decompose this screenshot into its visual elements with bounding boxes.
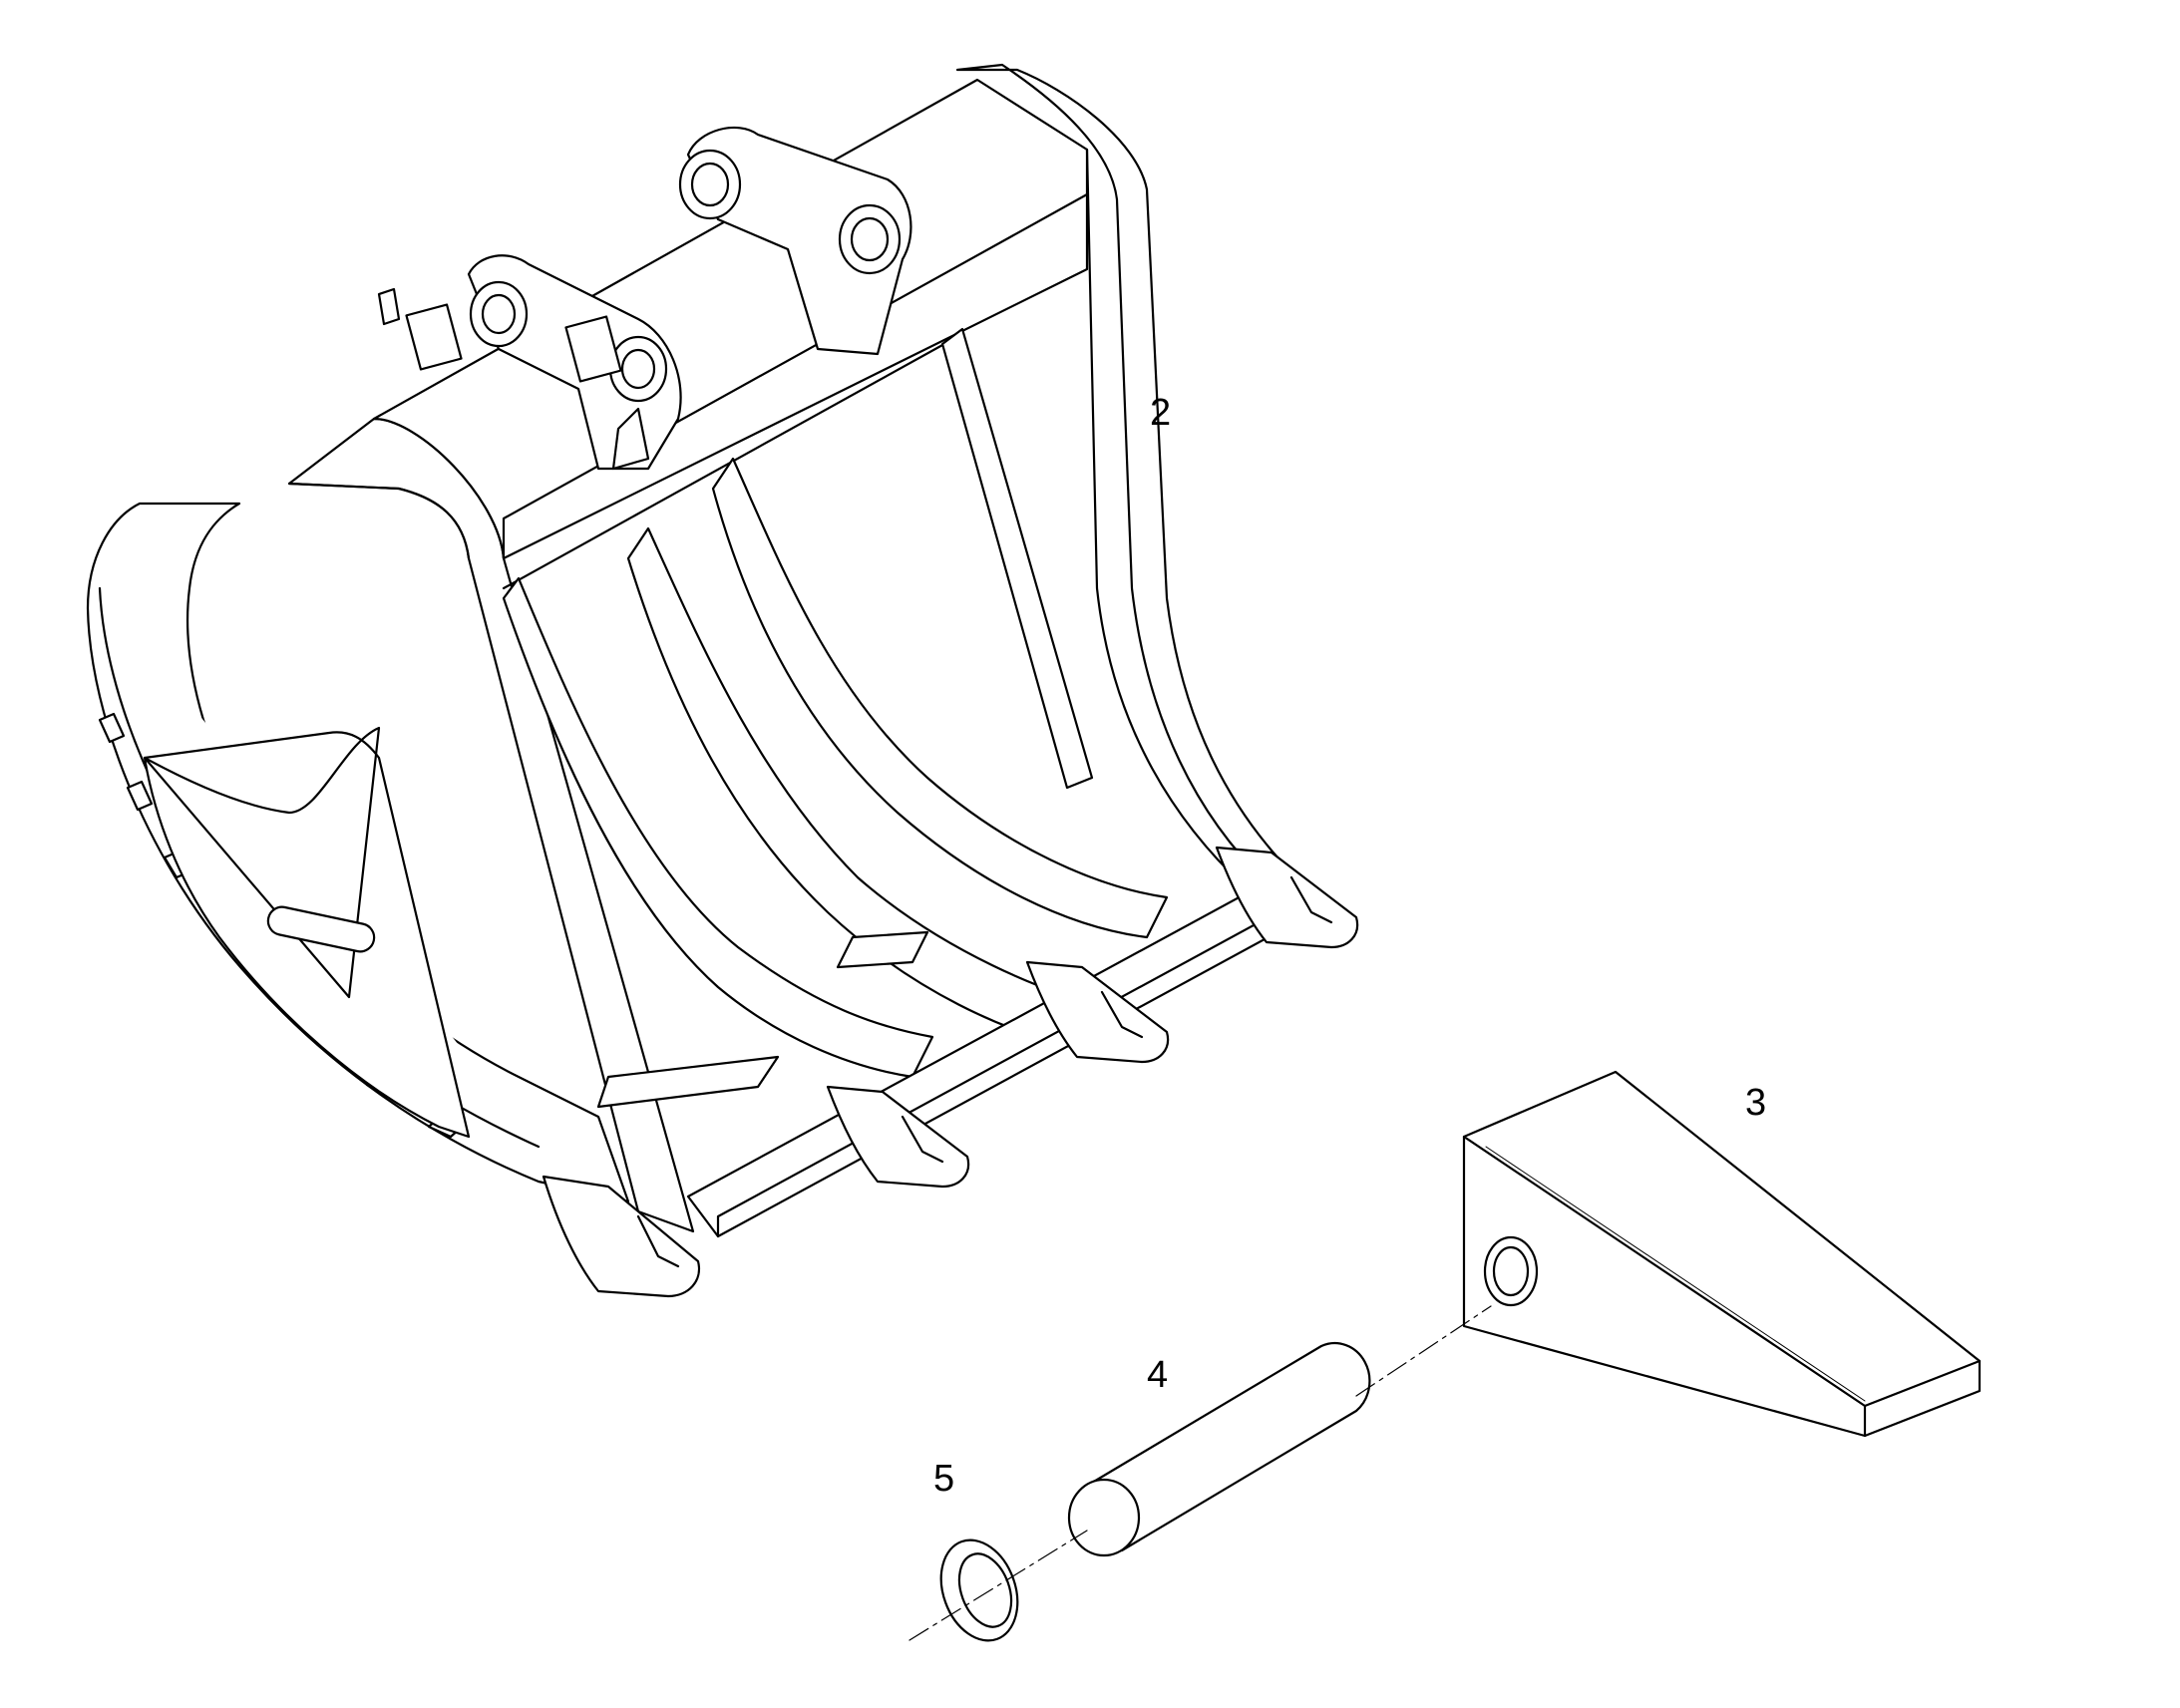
bucket-tooth-3 [1025,960,1170,1064]
tooth-part [1462,1070,1982,1438]
tooth-side-face [1462,1070,1982,1438]
assembly-center-line [908,1305,1492,1641]
callout-5: 5 [933,1458,955,1500]
bucket-top-beam [372,78,1089,560]
callout-4: 4 [1147,1354,1169,1396]
bucket-inner-rib-3 [711,457,1169,939]
retainer-ring-part [939,1538,1019,1642]
pin-body [1085,1342,1371,1552]
tooth-pin-hole-inner [1492,1245,1530,1297]
bucket-tooth-2 [826,1085,970,1189]
callout-3: 3 [1745,1082,1767,1124]
bucket-assembly [86,63,1359,1298]
bucket-side-slot [266,905,376,953]
bucket-lock-plate-1 [405,303,463,371]
pin-end-face [1067,1478,1141,1557]
callout-2: 2 [1150,392,1172,434]
bucket-tooth-1 [542,1175,701,1298]
pin-part [1067,1342,1371,1557]
retainer-ring-inner [957,1552,1013,1628]
bucket-tooth-4 [1215,846,1359,949]
bucket-hinge-bracket-rear [686,126,912,356]
bucket-side-bracket [143,726,381,999]
bucket-inner-rib-4 [940,327,1094,790]
bucket-lock-plate-2 [564,315,622,383]
